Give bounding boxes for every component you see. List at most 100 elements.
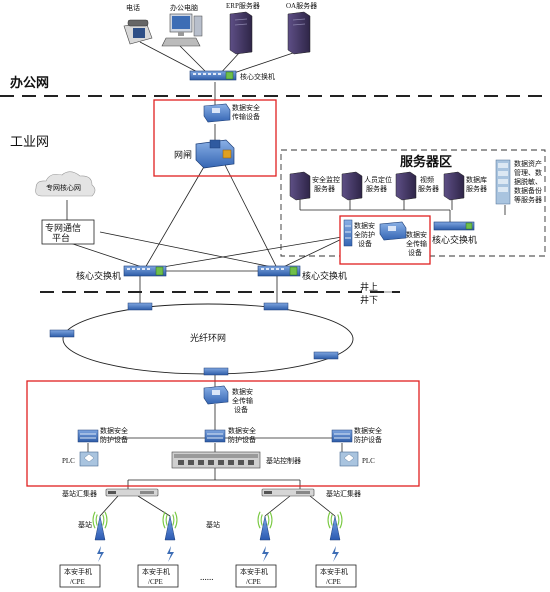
right-core-switch-icon	[257, 265, 301, 277]
pc-icon	[161, 13, 203, 47]
platform-label-2: 平台	[52, 232, 70, 243]
video-server-icon	[395, 171, 417, 201]
terminal-3: 本安手机 /CPE	[235, 564, 277, 588]
base-station-mid-label: 基站	[206, 520, 220, 529]
server-core-switch-icon	[433, 221, 475, 231]
ring-switches	[49, 302, 339, 376]
server-protect-label-1: 数据安	[354, 221, 375, 230]
above-ground-label: 井上	[360, 281, 378, 292]
personnel-server-icon	[341, 171, 363, 201]
base-station-towers	[92, 511, 343, 562]
base-station-tower-icon	[327, 511, 343, 562]
server-transfer-label-1: 数据安	[406, 230, 427, 239]
right-core-switch-label: 核心交换机	[302, 270, 347, 281]
security-monitor-server-icon	[289, 171, 311, 201]
aggregator-left-icon	[105, 488, 159, 497]
left-core-switch-label: 核心交换机	[76, 270, 121, 281]
phone-label: 电话	[126, 3, 140, 12]
server-video-1: 视频	[420, 175, 434, 184]
protect-left-icon	[77, 429, 99, 443]
server-protect-label-2: 全防护	[354, 230, 375, 239]
erp-label: ERP服务器	[226, 1, 260, 10]
gateway-red-box	[153, 99, 277, 177]
base-station-tower-icon	[162, 511, 178, 562]
links	[66, 41, 506, 517]
terminal-1: 本安手机 /CPE	[59, 564, 101, 588]
phone-icon	[123, 19, 153, 45]
server-transfer-label-3: 设备	[408, 248, 422, 257]
cloud-icon	[35, 171, 96, 197]
protect-mid-icon	[204, 429, 226, 443]
underground-transfer-label-1: 数据安	[232, 387, 253, 396]
server-transfer-label-2: 全传输	[406, 239, 427, 248]
terminal-1-label-2: /CPE	[70, 578, 85, 586]
gateway-icon	[195, 139, 235, 169]
aggregator-right-icon	[261, 488, 315, 497]
underground-transfer-label-3: 设备	[234, 405, 248, 414]
terminal-2: 本安手机 /CPE	[137, 564, 179, 588]
underground-transfer-label-2: 全传输	[232, 396, 253, 405]
controller-label: 基站控制器	[266, 456, 301, 465]
server-security-monitor-1: 安全监控	[312, 175, 340, 184]
oa-server-icon	[287, 11, 311, 55]
controller-icon	[171, 451, 261, 469]
terminal-4-label-2: /CPE	[326, 578, 341, 586]
private-platform-box	[41, 219, 95, 245]
terminal-3-label-2: /CPE	[246, 578, 261, 586]
secure-transfer-label-2: 传输设备	[232, 112, 260, 121]
server-database-1: 数据库	[466, 175, 487, 184]
office-core-switch-label: 核心交换机	[240, 72, 275, 81]
server-video-2: 服务器	[418, 184, 439, 193]
oa-label: OA服务器	[286, 1, 317, 10]
server-personnel-1: 人员定位	[364, 175, 392, 184]
database-server-icon	[443, 171, 465, 201]
terminal-3-label-1: 本安手机	[240, 567, 268, 576]
server-database-2: 服务器	[466, 184, 487, 193]
industrial-zone-label: 工业网	[10, 134, 49, 149]
underground-label: 井下	[360, 294, 378, 305]
ring-label: 光纤环网	[190, 332, 226, 343]
aggregator-right-label: 基站汇集器	[326, 489, 361, 498]
server-asset-3: 据脱敏、	[514, 177, 542, 186]
office-zone-label: 办公网	[10, 75, 49, 90]
plc-right-icon	[339, 451, 359, 467]
terminal-4: 本安手机 /CPE	[315, 564, 357, 588]
underground-transfer-icon	[203, 385, 229, 405]
plc-left-label: PLC	[62, 457, 75, 465]
server-transfer-icon	[379, 221, 407, 241]
protect-right-icon	[331, 429, 353, 443]
protect-right-label-2: 防护设备	[354, 435, 382, 444]
server-personnel-2: 服务器	[366, 184, 387, 193]
server-protect-icon	[343, 219, 353, 247]
terminal-1-label-1: 本安手机	[64, 567, 92, 576]
protect-left-label-2: 防护设备	[100, 435, 128, 444]
server-security-monitor-2: 服务器	[314, 184, 335, 193]
terminal-2-label-2: /CPE	[148, 578, 163, 586]
platform-label-1: 专网通信	[45, 222, 81, 233]
plc-right-label: PLC	[362, 457, 375, 465]
protect-left-label-1: 数据安全	[100, 426, 128, 435]
server-asset-5: 等服务器	[514, 195, 542, 204]
asset-server-icon	[495, 159, 511, 205]
protect-right-label-1: 数据安全	[354, 426, 382, 435]
server-core-switch-label: 核心交换机	[432, 234, 477, 245]
left-core-switch-icon	[123, 265, 167, 277]
terminal-2-label-1: 本安手机	[142, 567, 170, 576]
secure-transfer-icon	[203, 103, 231, 123]
protect-mid-label-2: 防护设备	[228, 435, 256, 444]
underground-red-box	[26, 380, 420, 487]
aggregator-left-label: 基站汇集器	[62, 489, 97, 498]
plc-left-icon	[79, 451, 99, 467]
cloud-label: 专网核心网	[46, 183, 81, 192]
pc-label: 办公电脑	[170, 3, 198, 12]
terminal-4-label-1: 本安手机	[320, 567, 348, 576]
secure-transfer-label-1: 数据安全	[232, 103, 260, 112]
gateway-label: 网闸	[174, 150, 192, 160]
server-protect-label-3: 设备	[358, 239, 372, 248]
base-station-left-label: 基站	[78, 520, 92, 529]
server-asset-2: 管理、数	[514, 168, 542, 177]
office-core-switch-icon	[189, 70, 237, 81]
server-area-label: 服务器区	[400, 154, 452, 169]
server-asset-1: 数据资产	[514, 159, 542, 168]
base-station-tower-icon	[92, 511, 108, 562]
